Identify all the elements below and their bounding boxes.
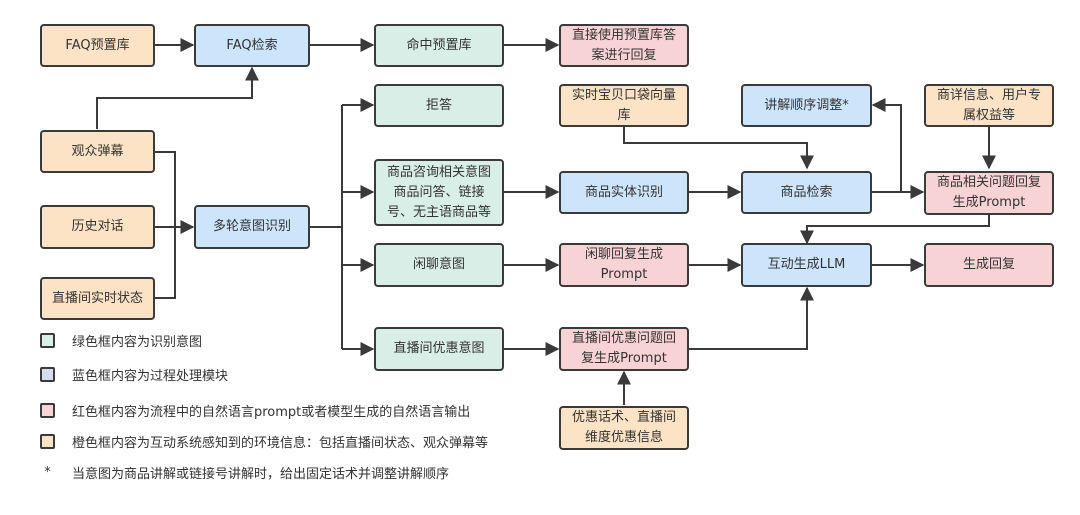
node-generate-reply: 生成回复 xyxy=(924,243,1054,287)
legend-swatch-red xyxy=(40,403,55,418)
edge-discount-prompt-to-llm xyxy=(688,286,814,350)
node-vector-db: 实时宝贝口袋向量 库 xyxy=(559,84,689,127)
legend-item-blue: 蓝色框内容为过程处理模块 xyxy=(40,365,228,384)
node-faq-search: FAQ检索 xyxy=(194,24,310,67)
footnote-text: 当意图为商品讲解或链接号讲解时，给出固定话术并调整讲解顺序 xyxy=(72,467,450,482)
node-order-adjust: 讲解顺序调整* xyxy=(741,84,872,127)
legend-swatch-blue xyxy=(40,367,55,382)
node-discount-info: 优惠话术、直播间 维度优惠信息 xyxy=(559,406,689,450)
edge-danmaku-bus xyxy=(154,151,176,299)
node-live-status: 直播间实时状态 xyxy=(40,277,155,320)
node-chat-intent: 闲聊意图 xyxy=(374,243,504,287)
node-detail-info: 商详信息、用户专 属权益等 xyxy=(924,84,1054,127)
edge-product-prompt-to-llm xyxy=(800,215,990,245)
legend-swatch-orange xyxy=(40,434,55,449)
legend-item-red: 红色框内容为流程中的自然语言prompt或者模型生成的自然语言输出 xyxy=(40,401,470,420)
legend-text: 红色框内容为流程中的自然语言prompt或者模型生成的自然语言输出 xyxy=(72,405,471,420)
node-product-search: 商品检索 xyxy=(741,171,872,214)
node-discount-prompt: 直播间优惠问题回 复生成Prompt xyxy=(559,327,689,371)
node-chat-prompt: 闲聊回复生成 Prompt xyxy=(559,243,689,287)
node-faq-library: FAQ预置库 xyxy=(40,24,155,67)
legend-item-green: 绿色框内容为识别意图 xyxy=(40,331,202,350)
node-product-prompt: 商品相关问题回复 生成Prompt xyxy=(924,171,1054,215)
legend-item-orange: 橙色框内容为互动系统感知到的环境信息：包括直播间状态、观众弹幕等 xyxy=(40,432,488,451)
edge-danmaku-to-faq-search xyxy=(96,66,259,129)
footnote-mark: * xyxy=(44,465,51,480)
footnote: * 当意图为商品讲解或链接号讲解时，给出固定话术并调整讲解顺序 xyxy=(40,463,449,482)
node-entity-recognition: 商品实体识别 xyxy=(559,171,689,214)
legend-text: 橙色框内容为互动系统感知到的环境信息：包括直播间状态、观众弹幕等 xyxy=(72,436,489,451)
node-hit-library: 命中预置库 xyxy=(374,24,504,67)
legend-swatch-green xyxy=(40,333,55,348)
edge-search-to-order-adjust xyxy=(871,98,902,192)
node-audience-danmaku: 观众弹幕 xyxy=(40,130,155,173)
legend-text: 蓝色框内容为过程处理模块 xyxy=(72,369,229,384)
node-discount-intent: 直播间优惠意图 xyxy=(374,327,504,371)
node-use-library-answer: 直接使用预置库答 案进行回复 xyxy=(559,24,689,67)
node-refuse: 拒答 xyxy=(374,84,504,127)
legend-text: 绿色框内容为识别意图 xyxy=(72,335,203,350)
node-multi-turn-intent: 多轮意图识别 xyxy=(194,205,310,249)
node-product-intent: 商品咨询相关意图 商品问答、链接 号、无主语商品等 xyxy=(374,159,504,226)
node-history-dialog: 历史对话 xyxy=(40,205,155,249)
node-interactive-llm: 互动生成LLM xyxy=(741,243,872,287)
edge-vectordb-to-search xyxy=(623,127,814,170)
